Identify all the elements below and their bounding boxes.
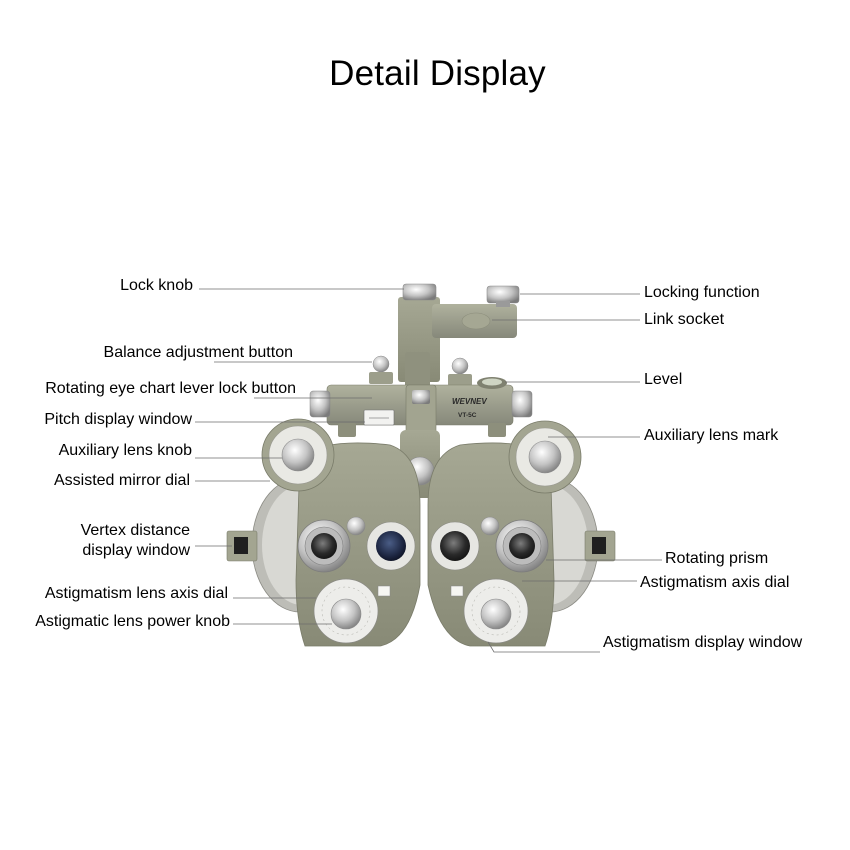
pitch-display-window (363, 409, 395, 426)
label-link-socket: Link socket (644, 311, 725, 328)
label-balance-adjustment-button: Balance adjustment button (103, 344, 293, 361)
right-power-knob-icon[interactable] (480, 598, 512, 630)
brand-logo: WEVNEV (452, 397, 487, 406)
left-astigmatism-display-window (377, 585, 391, 597)
auxiliary-lens-knob-icon[interactable] (261, 418, 335, 492)
label-lock-knob: Lock knob (120, 277, 193, 294)
astigmatic-lens-power-knob-icon[interactable] (330, 598, 362, 630)
leader-lines (195, 288, 662, 653)
vertex-distance-display-window-right (584, 530, 616, 562)
balance-adjustment-button-icon[interactable] (369, 355, 393, 384)
vertex-distance-display-window (226, 530, 258, 562)
label-astigmatism-axis-dial: Astigmatism axis dial (640, 574, 790, 591)
label-rotating-prism: Rotating prism (665, 550, 769, 567)
level-icon (477, 377, 507, 389)
label-rotating-eye-chart-lever-lock-button: Rotating eye chart lever lock button (45, 380, 296, 397)
label-astigmatism-lens-axis-dial: Astigmatism lens axis dial (44, 585, 228, 602)
right-prism-knob-icon[interactable] (480, 516, 500, 536)
rotating-prism[interactable] (495, 519, 549, 573)
locking-function-knob-icon[interactable] (486, 285, 520, 307)
left-prism-knob-icon[interactable] (346, 516, 366, 536)
astigmatism-display-window (450, 585, 464, 597)
lock-knob-icon[interactable] (402, 283, 437, 301)
model-label: VT-5C (458, 412, 477, 419)
label-level: Level (644, 371, 683, 388)
left-rotating-prism[interactable] (297, 519, 351, 573)
label-astigmatism-display-window: Astigmatism display window (603, 634, 803, 651)
label-pitch-display-window: Pitch display window (44, 411, 192, 428)
label-astigmatic-lens-power-knob: Astigmatic lens power knob (35, 613, 230, 630)
label-assisted-mirror-dial: Assisted mirror dial (53, 472, 190, 489)
right-sight-lens (430, 521, 480, 571)
balance-button-right-icon[interactable] (448, 357, 472, 386)
label-auxiliary-lens-knob: Auxiliary lens knob (58, 442, 192, 459)
label-locking-function: Locking function (644, 284, 760, 301)
top-column (398, 297, 517, 392)
auxiliary-lens-mark-dial[interactable] (508, 420, 582, 494)
left-sight-lens (366, 521, 416, 571)
label-vertex-distance-display-window: Vertex distance display window (80, 522, 190, 559)
label-auxiliary-lens-mark: Auxiliary lens mark (644, 427, 779, 444)
rotating-eye-chart-lever-lock-button-icon[interactable] (405, 384, 437, 434)
page-title: Detail Display (329, 54, 546, 93)
